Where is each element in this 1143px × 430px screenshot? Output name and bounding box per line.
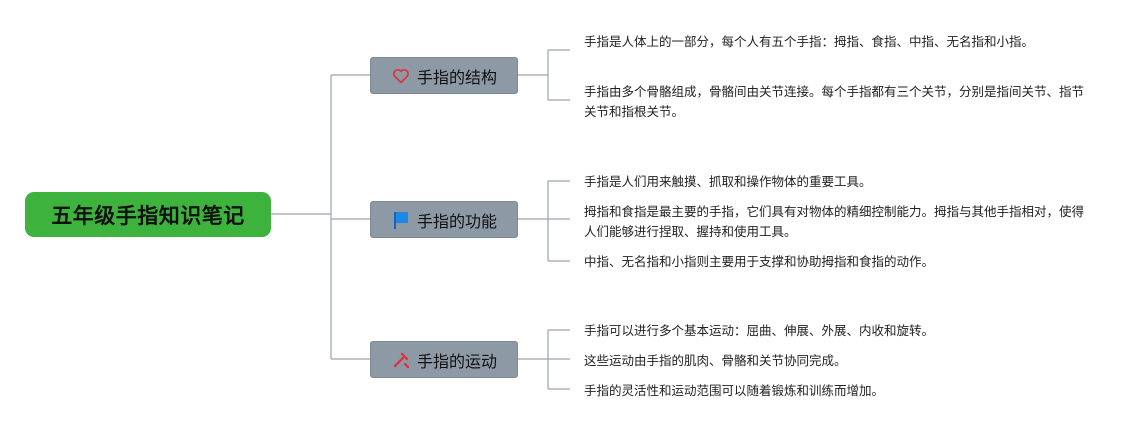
leaf-topic[interactable]: 这些运动由手指的肌肉、骨骼和关节协同完成。 [584, 353, 847, 368]
leaf-topic[interactable]: 拇指和食指是最主要的手指，它们具有对物体的精细控制能力。拇指与其他手指相对，使得… [584, 204, 1085, 239]
leaf-topic[interactable]: 中指、无名指和小指则主要用于支撑和协助拇指和食指的动作。 [584, 254, 935, 269]
root-topic-label: 五年级手指知识笔记 [51, 203, 245, 228]
branch-topic-label: 手指的运动 [416, 351, 497, 371]
leaf-topic[interactable]: 手指可以进行多个基本运动：屈曲、伸展、外展、内收和旋转。 [584, 323, 935, 338]
branch-topic-label: 手指的结构 [416, 67, 497, 87]
heart-icon [391, 66, 411, 86]
root-topic[interactable]: 五年级手指知识笔记 [25, 192, 271, 237]
leaf-topic[interactable]: 手指是人体上的一部分，每个人有五个手指：拇指、食指、中指、无名指和小指。 [584, 34, 1035, 49]
leaf-topic[interactable]: 手指的灵活性和运动范围可以随着锻炼和训练而增加。 [584, 383, 885, 398]
branch-topic-function[interactable]: 手指的功能 [370, 201, 518, 238]
leaf-topic[interactable]: 手指由多个骨骼组成，骨骼间由关节连接。每个手指都有三个关节，分别是指间关节、指节… [584, 84, 1085, 119]
leaf-topic[interactable]: 手指是人们用来触摸、抓取和操作物体的重要工具。 [584, 174, 872, 189]
flag-icon [391, 210, 411, 230]
branch-topic-structure[interactable]: 手指的结构 [370, 57, 518, 94]
branch-topic-movement[interactable]: 手指的运动 [370, 341, 518, 378]
tools-icon [391, 350, 411, 370]
branch-topic-label: 手指的功能 [416, 211, 497, 231]
